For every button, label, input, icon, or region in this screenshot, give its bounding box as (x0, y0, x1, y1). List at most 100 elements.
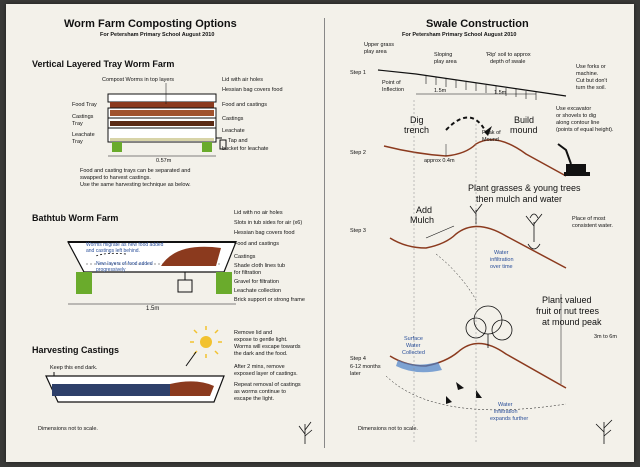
swale-step2-drawing (383, 116, 590, 177)
step2-excavator-2: or shovels to dig (556, 113, 597, 119)
left-subtitle: For Petersham Primary School August 2010 (100, 32, 215, 38)
step4-infil-1: Water (498, 402, 513, 408)
step4-fruit-3: at mound peak (542, 317, 602, 327)
step3-mulch-2: Mulch (410, 215, 435, 225)
step2-build-2: mound (510, 125, 538, 135)
vertical-note-3: Use the same harvesting technique as bel… (80, 182, 191, 188)
step1-inflection-1: Point of (382, 80, 401, 86)
step3-water-1: Water (494, 250, 509, 256)
step1-forks-4: turn the soil. (576, 85, 606, 91)
step4-when-2: later (350, 371, 361, 377)
step3-label: Step 3 (350, 228, 366, 234)
label-food-castings: Food and castings (222, 102, 267, 108)
harvest-heading: Harvesting Castings (32, 345, 120, 355)
bathtub-inner-note-2b: progressively (96, 267, 126, 273)
bathtub-label-7: for filtration (234, 270, 262, 276)
step3-moist-2: consistent water. (572, 223, 613, 229)
label-leachate-tray-2: Tray (72, 139, 83, 145)
step3-plant-2: then mulch and water (476, 194, 563, 204)
keep-dark-note: Keep this end dark. (50, 365, 98, 371)
left-title: Worm Farm Composting Options (64, 18, 237, 30)
step1-sloping-2: play area (434, 59, 457, 65)
bathtub-label-1: Lid with no air holes (234, 210, 283, 216)
harvest-note-1b: expose to gentle light. (234, 337, 288, 343)
harvest-note-1c: Worms will escape towards (234, 344, 301, 350)
bathtub-label-10: Brick support or strong frame (234, 297, 305, 303)
bathtub-label-3: Hessian bag covers food (234, 230, 295, 236)
bathtub-label-5: Castings (234, 254, 256, 260)
left-footer: Dimensions not to scale. (38, 426, 98, 432)
step1-upper-1: Upper grass (364, 42, 394, 48)
step1-dim-b: 1.5m (494, 90, 507, 96)
bathtub-label-6: Shade cloth lines tub (234, 263, 286, 269)
step1-forks-2: machine. (576, 71, 599, 77)
label-leachate-tray-1: Leachate (72, 132, 95, 138)
tree-symbol-left (298, 421, 313, 444)
bathtub-inner-note-1: Worms migrate as new food added (86, 242, 164, 248)
step2-dig-1: Dig (410, 115, 424, 125)
harvest-note-1a: Remove lid and (234, 330, 273, 336)
step1-sloping-1: Sloping (434, 52, 453, 58)
label-leachate: Leachate (222, 128, 245, 134)
step4-fruit-1: Plant valued (542, 295, 592, 305)
column-divider (324, 18, 325, 448)
step4-surface-3: Collected (402, 350, 425, 356)
step2-excavator-1: Use excavator (556, 106, 592, 112)
step4-surface-2: Water (406, 343, 421, 349)
bathtub-drawing (67, 241, 237, 305)
step1-forks-3: Cut but don't (576, 78, 608, 84)
step3-plant-1: Plant grasses & young trees (468, 183, 581, 193)
step4-fruit-2: fruit or nut trees (536, 306, 600, 316)
step2-excavator-4: (points of equal height). (556, 127, 614, 133)
bathtub-label-8: Gravel for filtration (234, 279, 279, 285)
bathtub-label-9: Leachate collection (234, 288, 282, 294)
harvest-note-2e: escape the light. (234, 396, 275, 402)
step4-infil-3: expands further (490, 416, 529, 422)
label-hessian: Hessian bag covers food (222, 87, 283, 93)
label-compost-worms: Compost Worms in top layers (102, 77, 175, 83)
label-tap: Tap and (228, 138, 248, 144)
step4-infil-2: infiltration (494, 409, 518, 415)
label-food-tray: Food Tray (72, 102, 97, 108)
label-castings-tray-2: Tray (72, 121, 83, 127)
swale-step1-drawing (377, 69, 567, 100)
harvest-note-2c: Repeat removal of castings (234, 382, 301, 388)
excavator-icon (557, 143, 590, 176)
step4-height: 3m to 6m (594, 334, 617, 340)
step1-dim-a: 1.5m (434, 88, 447, 94)
bathtub-label-4: Food and castings (234, 241, 279, 247)
step2-build-1: Build (514, 115, 535, 125)
step1-rip-2: depth of swale (490, 59, 526, 65)
bathtub-label-2: Slots in tub sides for air (x6) (234, 220, 303, 226)
bathtub-inner-note-2: New layers of food added (96, 261, 153, 267)
label-width-bathtub: 1.5m (146, 306, 160, 312)
step4-label: Step 4 (350, 356, 366, 362)
label-width-vertical: 0.57m (156, 158, 172, 164)
step4-when-1: 6-12 months (350, 364, 381, 370)
step2-depth: approx 0.4m (424, 158, 455, 164)
harvest-note-1d: the dark and the food. (234, 351, 288, 357)
step2-peak-1: Peak of (482, 130, 501, 136)
step1-forks-1: Use forks or (576, 64, 606, 70)
bathtub-inner-note-1b: and castings left behind. (86, 248, 140, 254)
label-castings: Castings (222, 116, 244, 122)
step2-label: Step 2 (350, 150, 366, 156)
step2-peak-2: Mound (482, 137, 499, 143)
step2-excavator-3: along contour line (556, 120, 600, 126)
step3-mulch-1: Add (416, 205, 433, 215)
harvest-note-2a: After 2 mins, remove (234, 364, 285, 370)
vertical-note-2: swapped to harvest castings. (80, 175, 151, 181)
label-castings-tray-1: Castings (72, 114, 94, 120)
vertical-tray-drawing (107, 83, 227, 157)
fruit-tree-icon (465, 305, 513, 348)
right-footer: Dimensions not to scale. (358, 426, 418, 432)
harvest-drawing (45, 326, 225, 403)
poster-sheet: Worm Farm Composting Options For Petersh… (6, 4, 634, 462)
step3-moist-1: Place of most (572, 216, 606, 222)
right-title: Swale Construction (426, 18, 529, 30)
step1-rip-1: 'Rip' soil to approx (486, 52, 531, 58)
label-lid-air: Lid with air holes (222, 77, 263, 83)
step4-surface-1: Surface (404, 336, 423, 342)
vertical-note-1: Food and casting trays can be separated … (80, 168, 191, 174)
harvest-note-2d: as worms continue to (234, 389, 286, 395)
